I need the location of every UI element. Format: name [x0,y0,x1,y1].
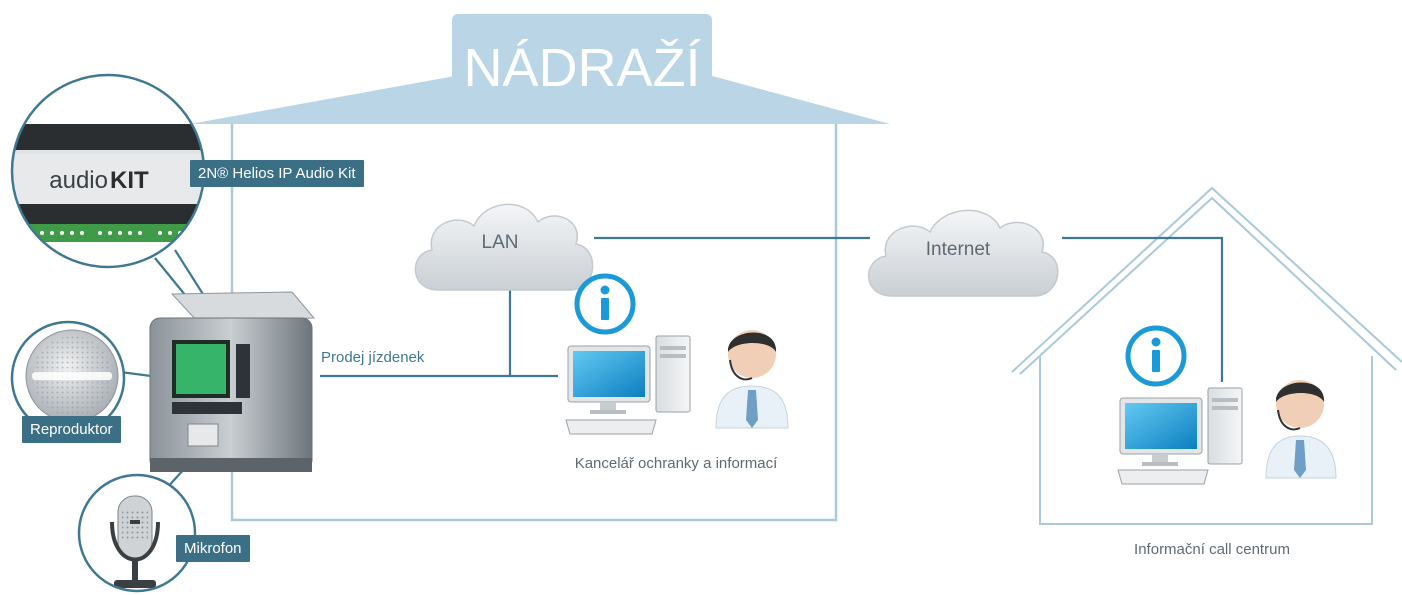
audio-kit-magnifier [10,73,206,269]
speaker-icon [10,320,126,436]
computer-icon [1117,387,1243,485]
operator-icon [715,330,789,429]
ticket-machine-icon [149,291,316,472]
ticket-sales-label: Prodej jízdenek [321,349,425,366]
operator-icon [1265,380,1337,479]
audio-kit-brand-right: KIT [110,167,149,194]
info-icon [574,273,636,335]
cloud-icon [414,203,594,291]
info-icon [1125,325,1187,387]
computer-icon [565,335,691,435]
lan-label: LAN [482,232,519,253]
internet-label: Internet [926,239,991,260]
audio-kit-label: 2N® Helios IP Audio Kit [190,160,364,187]
speaker-label: Reproduktor [22,416,121,443]
audio-kit-brand-left: audio [49,167,108,194]
call-center-building [1011,186,1402,525]
microphone-icon [77,473,197,593]
station-building [190,14,890,522]
station-title: NÁDRAŽÍ [463,38,700,98]
wire-internet-callcenter [1062,236,1224,382]
cloud-icon [868,209,1059,297]
security-office-label: Kancelář ochranky a informací [575,455,778,472]
station-title-plate [452,14,712,94]
call-center-label: Informační call centrum [1134,541,1290,558]
microphone-label: Mikrofon [176,535,250,562]
